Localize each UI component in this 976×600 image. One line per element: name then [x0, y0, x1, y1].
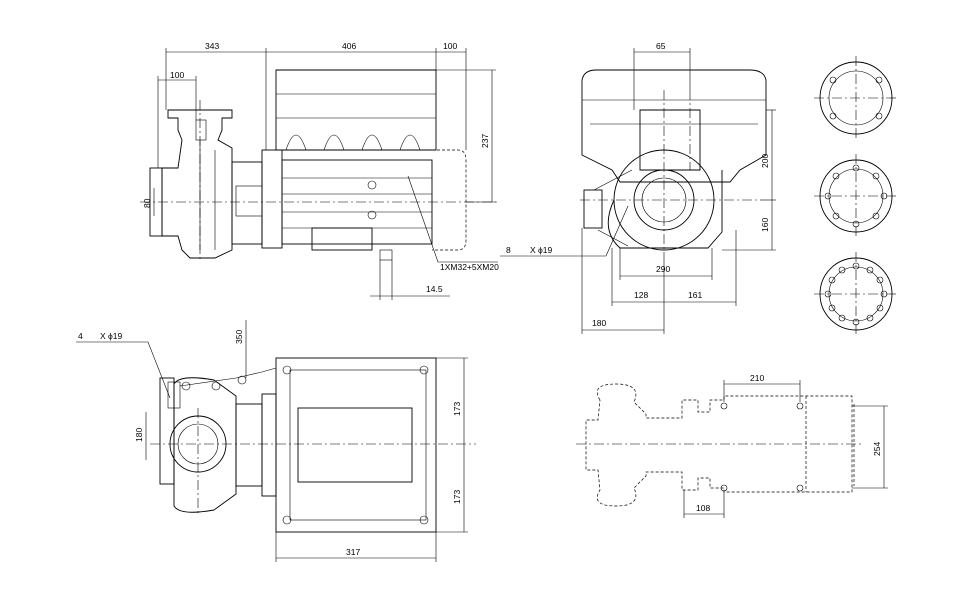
dim-180-top: 180 — [134, 428, 144, 442]
cable-gland-callout: 1XM32+5XM20 — [440, 262, 499, 272]
dim-200: 200 — [760, 154, 770, 168]
dim-100-left: 100 — [170, 70, 184, 80]
dim-210: 210 — [750, 373, 764, 383]
dim-350: 350 — [234, 330, 244, 344]
dim-290: 290 — [656, 264, 670, 274]
dim-160: 160 — [760, 218, 770, 232]
top-view — [150, 357, 476, 533]
dim-80: 80 — [142, 198, 152, 208]
dim-65: 65 — [656, 41, 666, 51]
dim-173-upper: 173 — [452, 402, 462, 416]
dim-108: 108 — [696, 503, 710, 513]
dim-161: 161 — [688, 290, 702, 300]
holes-4-count: 4 — [78, 331, 83, 341]
dim-237: 237 — [480, 134, 490, 148]
footprint-dimensions: 210 254 108 — [683, 373, 888, 518]
side-view-dimensions: 65 200 160 290 128 161 180 8 X ϕ19 — [500, 41, 776, 334]
dim-173-lower: 173 — [452, 490, 462, 504]
dim-254: 254 — [872, 442, 882, 456]
flange-8-hole — [814, 154, 898, 238]
dim-128: 128 — [634, 290, 648, 300]
side-view — [580, 69, 767, 262]
dim-100-top: 100 — [443, 41, 457, 51]
dim-180-side: 180 — [592, 318, 606, 328]
flange-12-hole — [814, 252, 898, 336]
holes-8-label: X ϕ19 — [530, 245, 553, 255]
footprint-view — [576, 383, 864, 507]
holes-8-count: 8 — [506, 245, 511, 255]
dim-14-5: 14.5 — [426, 284, 443, 294]
dim-343: 343 — [205, 41, 219, 51]
dim-406: 406 — [342, 41, 356, 51]
flange-views — [814, 56, 898, 336]
flange-4-hole — [814, 56, 898, 140]
holes-4-label: X ϕ19 — [100, 331, 123, 341]
front-view-dimensions: 343 406 100 100 237 80 14.5 1XM32+5XM20 — [142, 41, 499, 300]
front-view — [140, 69, 500, 262]
top-view-dimensions: 180 350 173 173 317 4 X ϕ19 — [76, 320, 468, 562]
dim-317: 317 — [346, 547, 360, 557]
